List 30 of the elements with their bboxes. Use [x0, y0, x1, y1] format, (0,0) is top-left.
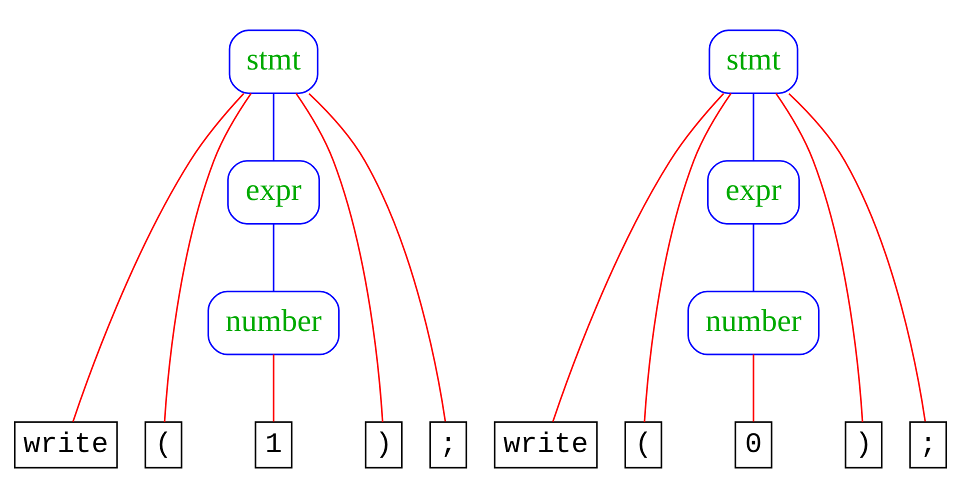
node-box: number: [208, 290, 340, 355]
connector: [775, 92, 864, 422]
node-box: expr: [707, 160, 800, 224]
connector: [644, 92, 732, 422]
node-box: write: [494, 420, 598, 468]
connector: [272, 354, 274, 422]
connector: [272, 93, 274, 160]
node-box: 0: [734, 420, 772, 468]
node-box: (: [624, 420, 662, 468]
connector: [295, 92, 384, 422]
node-box: expr: [227, 160, 320, 224]
connector: [72, 92, 244, 422]
connector: [272, 224, 274, 291]
connector: [164, 92, 252, 422]
node-box: write: [14, 420, 118, 468]
connector: [752, 93, 754, 160]
node-box: stmt: [228, 29, 318, 94]
node-box: (: [144, 420, 182, 468]
connector: [308, 92, 446, 422]
node-box: number: [687, 290, 820, 355]
connector: [552, 92, 724, 422]
node-box: 1: [254, 420, 292, 468]
node-box: ;: [429, 420, 468, 468]
connector: [752, 354, 754, 422]
node-box: ): [364, 420, 403, 468]
node-box: ): [844, 420, 883, 468]
node-box: stmt: [708, 29, 798, 94]
node-box: ;: [909, 420, 948, 468]
connector: [752, 224, 754, 291]
connector: [788, 92, 926, 422]
